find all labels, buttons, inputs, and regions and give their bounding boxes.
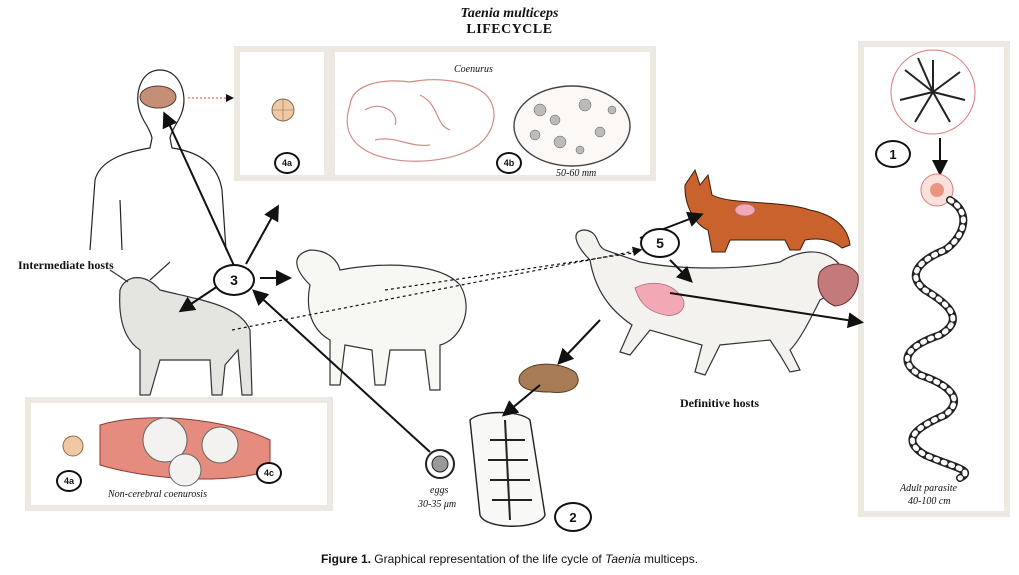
stage-1-marker: 1 bbox=[875, 140, 911, 168]
caption-text-after: multiceps. bbox=[640, 552, 699, 566]
human-brain-icon bbox=[139, 85, 177, 109]
caption-figure-number: Figure 1. bbox=[320, 552, 371, 566]
intermediate-hosts-label: Intermediate hosts bbox=[18, 258, 114, 272]
non-cerebral-label: Non-cerebral coenurosis bbox=[108, 489, 207, 500]
scolex-hooks bbox=[899, 57, 966, 123]
stage-5-marker: 5 bbox=[640, 228, 680, 258]
coenurus-brain-illustration bbox=[346, 79, 495, 162]
goat-host-illustration bbox=[109, 261, 253, 396]
muscle-cysts-illustration bbox=[99, 417, 271, 487]
dotted-transmission-lines bbox=[231, 246, 643, 331]
gravid-proglottid-illustration bbox=[469, 411, 546, 527]
cyst-small-icon-bottom bbox=[62, 435, 84, 457]
stage-4c-marker: 4c bbox=[256, 462, 282, 484]
stage-4a-bottom-marker: 4a bbox=[56, 470, 82, 492]
sheep-host-illustration bbox=[296, 249, 467, 391]
stage-3-marker: 3 bbox=[213, 264, 255, 296]
coenurus-size-label: 50-60 mm bbox=[556, 168, 597, 179]
fox-host-illustration bbox=[684, 168, 851, 253]
stage-2-marker: 2 bbox=[554, 502, 592, 532]
adult-size-label: 40-100 cm bbox=[908, 496, 951, 507]
feces-icon bbox=[518, 363, 579, 394]
diagram-species-title: Taenia multiceps bbox=[460, 6, 559, 21]
eggs-label: eggs bbox=[430, 485, 449, 496]
stage-4a-top-marker: 4a bbox=[274, 152, 300, 174]
sheep-head-prey-icon bbox=[817, 263, 859, 307]
adult-parasite-label: Adult parasite bbox=[900, 483, 957, 494]
dog-intestine-icon bbox=[634, 282, 685, 316]
caption-genus: Taenia bbox=[605, 552, 641, 566]
eggs-size-label: 30-35 μm bbox=[418, 499, 457, 510]
definitive-hosts-label: Definitive hosts bbox=[680, 396, 759, 410]
dog-host-illustration bbox=[575, 229, 843, 376]
coenurus-scolices bbox=[529, 98, 617, 155]
figure-caption: Figure 1. Graphical representation of th… bbox=[0, 552, 1019, 566]
diagram-lifecycle-title: LIFECYCLE bbox=[466, 22, 553, 37]
coenurus-sectioned-cyst bbox=[513, 85, 631, 167]
caption-text-before: Graphical representation of the life cyc… bbox=[370, 552, 606, 566]
coenurus-label: Coenurus bbox=[454, 64, 493, 75]
stage-4b-marker: 4b bbox=[496, 152, 522, 174]
